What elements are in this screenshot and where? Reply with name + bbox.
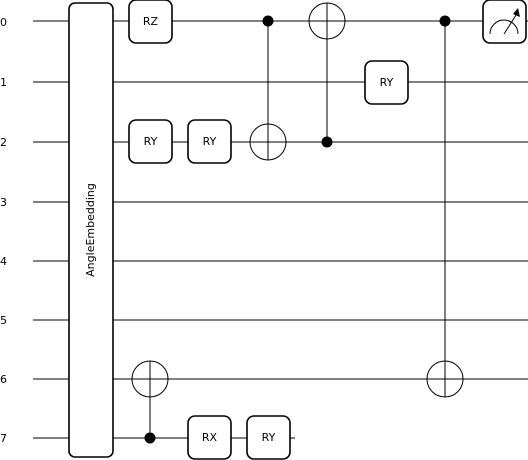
- svg-text:RY: RY: [262, 431, 276, 444]
- angle-embedding-block: AngleEmbedding: [68, 2, 114, 458]
- wire-label-4: 4: [0, 255, 7, 268]
- gate-rx-wire-7: RX: [187, 415, 232, 460]
- meter-icon: [482, 0, 527, 44]
- cnot-target-0-2: [249, 123, 287, 161]
- wire-label-1: 1: [0, 76, 7, 89]
- cnot-target-2-0: [308, 2, 346, 40]
- angle-embedding-label: AngleEmbedding: [84, 183, 97, 277]
- gate-rz-wire-0: RZ: [128, 0, 173, 44]
- gate-ry-wire-2-a: RY: [128, 119, 173, 164]
- cnot-control-2: [321, 136, 333, 148]
- wire-labels: 0 1 2 3 4 5 6 7: [0, 16, 7, 445]
- wire-label-6: 6: [0, 373, 7, 386]
- cnot-control-0: [262, 15, 274, 27]
- cnot-control-7: [144, 432, 156, 444]
- svg-text:RZ: RZ: [143, 15, 159, 28]
- wire-label-5: 5: [0, 314, 7, 327]
- wire-label-2: 2: [0, 136, 7, 149]
- wire-label-0: 0: [0, 16, 7, 29]
- svg-text:RY: RY: [380, 76, 394, 89]
- gate-ry-wire-1: RY: [364, 60, 409, 105]
- wire-label-7: 7: [0, 432, 7, 445]
- cnot-target-0-6: [426, 360, 464, 398]
- svg-text:RY: RY: [203, 135, 217, 148]
- cnot-control-0-b: [439, 15, 451, 27]
- svg-text:RY: RY: [144, 135, 158, 148]
- svg-text:RX: RX: [202, 431, 218, 444]
- wire-label-3: 3: [0, 196, 7, 209]
- gate-ry-wire-2-b: RY: [187, 119, 232, 164]
- gate-ry-wire-7: RY: [246, 415, 291, 460]
- cnot-target-7-6: [131, 360, 169, 398]
